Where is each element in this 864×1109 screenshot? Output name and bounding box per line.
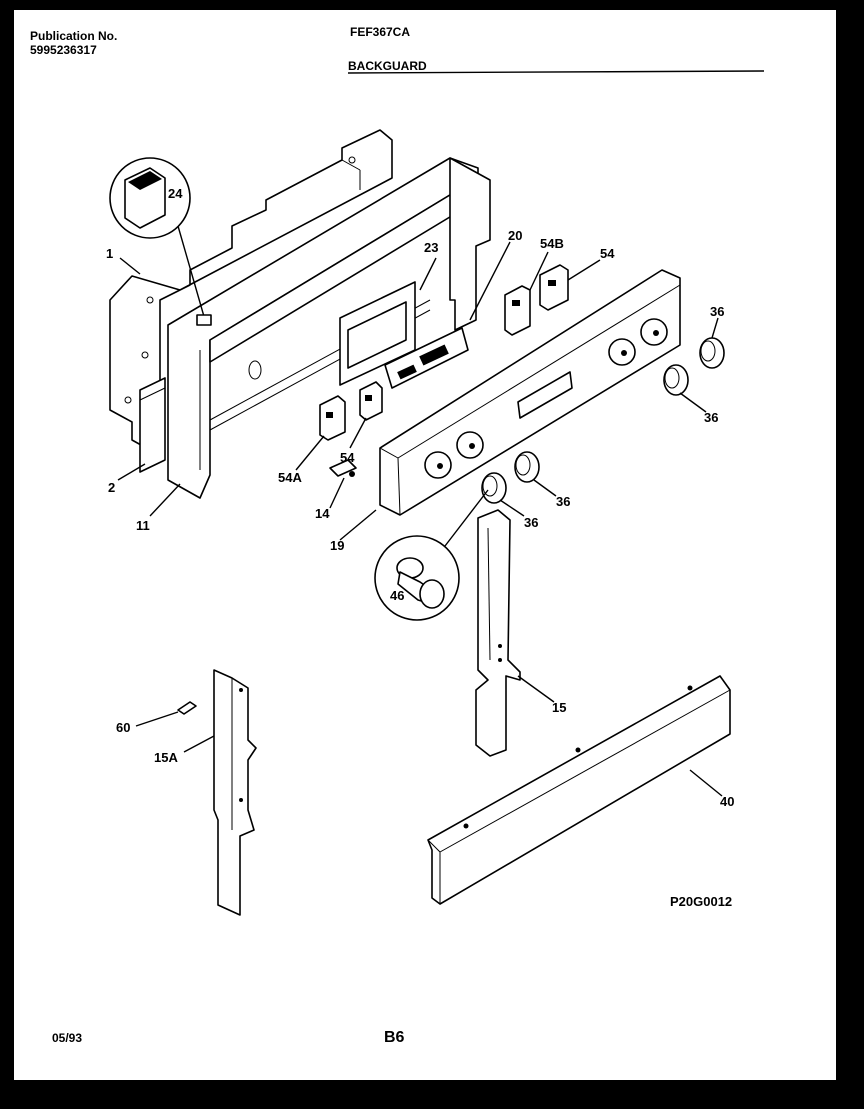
callout-60: 60: [116, 720, 130, 735]
callout-24: 24: [168, 186, 183, 201]
part-15-end-bracket: [475, 509, 521, 757]
callout-36-a: 36: [710, 304, 724, 319]
part-19-control-panel: [379, 269, 681, 516]
callout-40: 40: [720, 794, 734, 809]
part-24-switch-inset: [109, 157, 212, 326]
publication-number: 5995236317: [30, 43, 97, 57]
callout-54-upper: 54: [600, 246, 615, 261]
callout-11: 11: [136, 518, 150, 533]
part-36-knob-1: [699, 337, 725, 369]
part-36-knob-3: [514, 451, 540, 483]
part-54-switch-lower: [359, 381, 383, 421]
footer-date: 05/93: [52, 1031, 82, 1045]
callout-36-b: 36: [704, 410, 718, 425]
callout-36-c: 36: [556, 494, 570, 509]
callout-54-lower: 54: [340, 450, 355, 465]
part-54-switch-upper: [539, 264, 569, 311]
part-46-knob-inset: [374, 489, 489, 621]
callout-20: 20: [508, 228, 522, 243]
part-54A-switch: [319, 395, 346, 441]
part-36-knob-2: [663, 364, 689, 396]
part-60-screw: [135, 701, 197, 727]
callout-54B: 54B: [540, 236, 564, 251]
part-20-timer-board: [384, 327, 469, 389]
callout-23: 23: [424, 240, 438, 255]
model-number: FEF367CA: [350, 25, 410, 39]
part-14-sensor: [329, 459, 357, 477]
callout-14: 14: [315, 506, 330, 521]
part-36-knob-4: [481, 472, 507, 504]
part-40-trim: [427, 675, 731, 905]
part-15A-end-bracket: [213, 669, 257, 916]
part-2-bracket: [139, 377, 166, 473]
callout-36-d: 36: [524, 515, 538, 530]
section-title: BACKGUARD: [348, 59, 427, 73]
callout-2: 2: [108, 480, 115, 495]
callout-15: 15: [552, 700, 566, 715]
page-number: B6: [384, 1029, 405, 1046]
callout-1: 1: [106, 246, 113, 261]
part-54B-switch: [504, 285, 531, 336]
leader-lines: [117, 241, 723, 797]
callout-54A: 54A: [278, 470, 302, 485]
callout-15A: 15A: [154, 750, 178, 765]
publication-label: Publication No.: [30, 29, 117, 43]
header-rule: [347, 70, 765, 74]
drawing-code: P20G0012: [670, 894, 732, 909]
callout-46: 46: [390, 588, 404, 603]
callout-19: 19: [330, 538, 344, 553]
